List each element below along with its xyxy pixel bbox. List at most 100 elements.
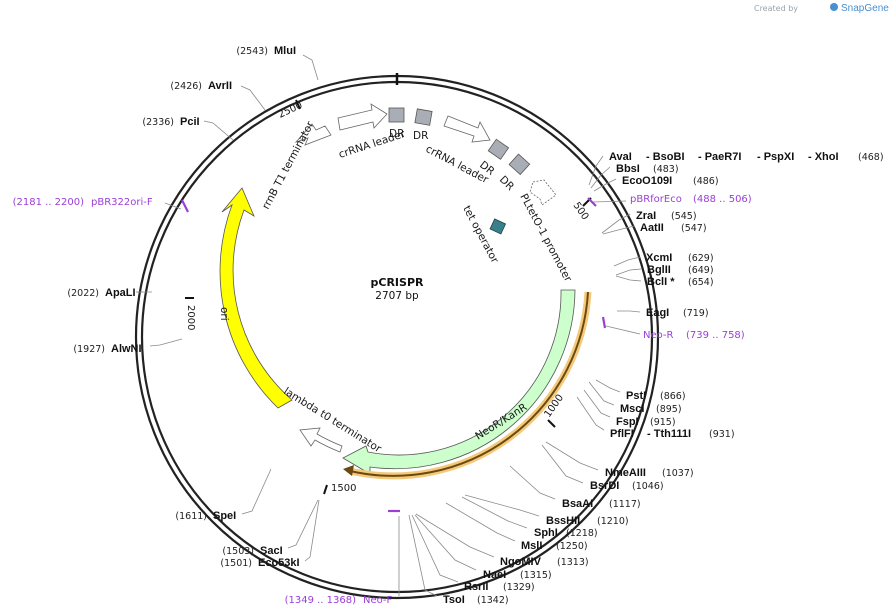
plasmid-name: pCRISPR bbox=[371, 276, 424, 289]
site-ngomiv[interactable]: NgoMIV (1313) bbox=[415, 513, 589, 568]
site-spei[interactable]: (1611) SpeI bbox=[175, 468, 272, 522]
site-besshii[interactable]: BssHII (1210) bbox=[464, 494, 629, 527]
site-tsoi-name: TsoI bbox=[443, 594, 465, 606]
site-eagi[interactable]: EagI (719) bbox=[617, 307, 709, 319]
site-bsaai[interactable]: BsaAI (1117) bbox=[509, 465, 641, 510]
site-aatii[interactable]: AatII (547) bbox=[602, 222, 707, 235]
site-eagi-pos: (719) bbox=[683, 308, 709, 319]
site-rsrii-pos: (1329) bbox=[503, 582, 535, 593]
site-nmeaiii-name: NmeAIII bbox=[605, 467, 646, 479]
site-avrii[interactable]: (2426) AvrII bbox=[170, 80, 266, 111]
credit-text: Created by bbox=[754, 4, 798, 13]
site-saci[interactable]: (1503) SacI bbox=[222, 499, 319, 557]
site-naei-name: NaeI bbox=[483, 569, 506, 581]
site-xhoi-name: - XhoI bbox=[808, 151, 839, 163]
site-spei-pos: (1611) bbox=[175, 511, 207, 522]
site-bsaai-name: BsaAI bbox=[562, 498, 593, 510]
site-pcii-pos: (2336) bbox=[142, 117, 174, 128]
pbrfor-name: pBRforEco bbox=[630, 194, 682, 205]
site-naei[interactable]: NaeI (1315) bbox=[414, 514, 552, 581]
site-bglii[interactable]: BglII (649) bbox=[615, 264, 714, 276]
site-zrai[interactable]: ZraI (545) bbox=[601, 210, 697, 234]
site-ngomiv-name: NgoMIV bbox=[500, 556, 542, 568]
site-bsrdi-pos: (1046) bbox=[632, 481, 664, 492]
site-bsaai-pos: (1117) bbox=[609, 499, 641, 510]
site-bsrdi[interactable]: BsrDI (1046) bbox=[541, 444, 664, 492]
dr-label-2: DR bbox=[413, 130, 428, 142]
site-alwni[interactable]: (1927) AlwNI bbox=[73, 338, 183, 355]
dr-label-4: DR bbox=[497, 174, 516, 193]
neor-feature bbox=[342, 289, 576, 475]
neor-primer-name: Neo-R bbox=[643, 330, 674, 341]
site-mlui[interactable]: (2543) MluI bbox=[236, 45, 319, 81]
plasmid-size: 2707 bp bbox=[375, 290, 419, 302]
site-sphi-pos: (1218) bbox=[566, 528, 598, 539]
ori-label: ori bbox=[218, 307, 230, 321]
site-pcii[interactable]: (2336) PciI bbox=[142, 116, 234, 141]
site-bbsi-name: BbsI bbox=[616, 163, 640, 175]
site-alwni-pos: (1927) bbox=[73, 344, 105, 355]
tick-2500 bbox=[295, 99, 301, 110]
site-besshii-name: BssHII bbox=[546, 515, 580, 527]
site-spei-name: SpeI bbox=[213, 510, 236, 522]
site-xcmi[interactable]: XcmI (629) bbox=[613, 252, 714, 267]
crrna-leader-2-arrow bbox=[443, 115, 491, 143]
site-eco53ki[interactable]: (1501) Eco53kI bbox=[220, 499, 320, 569]
pbrfor-pos: (488 .. 506) bbox=[693, 194, 752, 205]
site-sphi[interactable]: SphI (1218) bbox=[461, 496, 598, 539]
dr-box-2 bbox=[414, 108, 433, 126]
orf-arrowhead bbox=[343, 465, 354, 476]
site-rsrii-name: RsrII bbox=[464, 581, 488, 593]
neor-label: NeoR/KanR bbox=[473, 401, 529, 442]
site-bbsi-pos: (483) bbox=[653, 164, 679, 175]
pbr322-primer-mark bbox=[181, 199, 189, 213]
pbr322-leader bbox=[164, 202, 182, 210]
dr-box-3 bbox=[487, 138, 510, 160]
site-msci[interactable]: MscI (895) bbox=[588, 381, 682, 415]
site-saci-name: SacI bbox=[260, 545, 283, 557]
site-zrai-pos: (545) bbox=[671, 211, 697, 222]
site-besshii-pos: (1210) bbox=[597, 516, 629, 527]
site-rsrii[interactable]: RsrII (1329) bbox=[411, 514, 535, 593]
site-eco0109i[interactable]: EcoO109I (486) bbox=[593, 175, 719, 192]
site-naei-pos: (1315) bbox=[520, 570, 552, 581]
site-eco53ki-name: Eco53kI bbox=[258, 557, 300, 569]
site-psti-name: PstI bbox=[626, 390, 646, 402]
site-msli[interactable]: MslI (1250) bbox=[445, 502, 588, 552]
site-eco53ki-pos: (1501) bbox=[220, 558, 252, 569]
site-tth111i-name: - Tth111I bbox=[647, 428, 691, 440]
site-bsrdi-name: BsrDI bbox=[590, 480, 619, 492]
site-bcli[interactable]: BclI * (654) bbox=[615, 275, 714, 288]
site-eco0109i-pos: (486) bbox=[693, 176, 719, 187]
site-ngomiv-pos: (1313) bbox=[557, 557, 589, 568]
site-nmeaiii[interactable]: NmeAIII (1037) bbox=[545, 441, 694, 479]
site-zrai-name: ZraI bbox=[636, 210, 656, 222]
site-fspi[interactable]: FspI (915) bbox=[583, 389, 676, 428]
site-psti[interactable]: PstI (866) bbox=[595, 379, 686, 402]
site-msci-name: MscI bbox=[620, 403, 644, 415]
tick-label-500: 500 bbox=[571, 200, 591, 222]
orf-line bbox=[349, 291, 589, 477]
site-bglii-pos: (649) bbox=[688, 265, 714, 276]
site-eagi-name: EagI bbox=[646, 307, 669, 319]
site-pflfi[interactable]: PflFI - Tth111I (931) bbox=[576, 396, 735, 440]
site-aatii-name: AatII bbox=[640, 222, 664, 234]
tick-1500 bbox=[323, 484, 328, 495]
lambda-terminator-arrow bbox=[299, 427, 343, 453]
neor-primer-mark bbox=[601, 316, 607, 329]
site-msci-pos: (895) bbox=[656, 404, 682, 415]
site-apali[interactable]: (2022) ApaLI bbox=[67, 287, 152, 299]
site-fspi-name: FspI bbox=[616, 416, 639, 428]
pltet-label: PLtetO-1 promoter bbox=[517, 192, 574, 285]
site-tth111i-pos: (931) bbox=[709, 429, 735, 440]
site-tsoi[interactable]: TsoI (1342) bbox=[408, 514, 509, 606]
dr-box-1 bbox=[388, 107, 405, 123]
neof-primer-name: Neo-F bbox=[363, 595, 393, 606]
site-fspi-pos: (915) bbox=[650, 417, 676, 428]
site-bcli-pos: (654) bbox=[688, 277, 714, 288]
site-bbsi[interactable]: BbsI (483) bbox=[590, 163, 679, 189]
site-apali-name: ApaLI bbox=[105, 287, 136, 299]
site-saci-pos: (1503) bbox=[222, 546, 254, 557]
site-avai-group[interactable]: AvaI - BsoBI - PaeR7I - PspXI - XhoI (46… bbox=[588, 151, 884, 186]
site-aatii-pos: (547) bbox=[681, 223, 707, 234]
